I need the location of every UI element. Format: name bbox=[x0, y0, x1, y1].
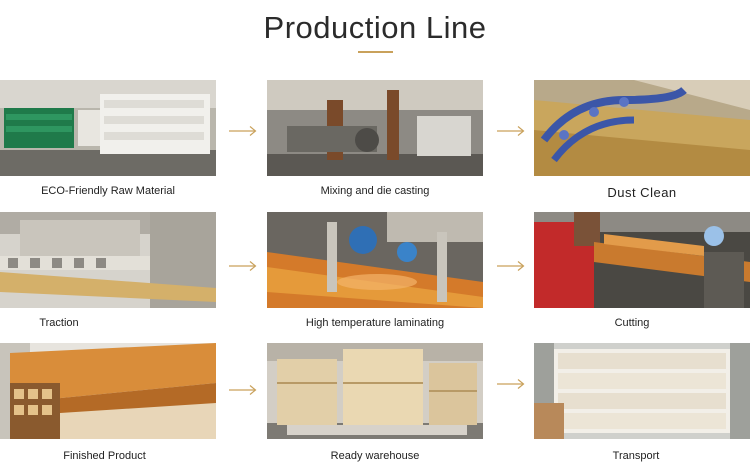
step-label-transport: Transport bbox=[612, 450, 660, 462]
step-label-traction: Traction bbox=[39, 317, 79, 329]
step-label-dust-clean: Dust Clean bbox=[607, 185, 677, 200]
step-label-cutting: Cutting bbox=[614, 317, 650, 329]
title-underline bbox=[358, 51, 393, 53]
step-label-mixing: Mixing and die casting bbox=[320, 185, 430, 197]
page-title: Production Line bbox=[263, 10, 487, 45]
cutting-photo bbox=[534, 212, 750, 308]
arrow-right-icon bbox=[228, 125, 258, 137]
arrow-right-icon bbox=[228, 260, 258, 272]
arrow-right-icon bbox=[496, 378, 526, 390]
laminating-machine-photo bbox=[267, 212, 483, 308]
traction-machine-photo bbox=[0, 212, 216, 308]
arrow-right-icon bbox=[496, 125, 526, 137]
mixing-machine-photo bbox=[267, 80, 483, 176]
transport-container-photo bbox=[534, 343, 750, 439]
step-label-ready-warehouse: Ready warehouse bbox=[330, 450, 420, 462]
arrow-right-icon bbox=[228, 384, 258, 396]
dust-clean-photo bbox=[534, 80, 750, 176]
warehouse-photo bbox=[267, 343, 483, 439]
step-label-laminating: High temperature laminating bbox=[305, 317, 445, 329]
finished-product-photo bbox=[0, 343, 216, 439]
step-label-raw-material: ECO-Friendly Raw Material bbox=[41, 185, 175, 197]
arrow-right-icon bbox=[496, 260, 526, 272]
step-label-finished-product: Finished Product bbox=[63, 450, 146, 462]
raw-material-bags-photo bbox=[0, 80, 216, 176]
